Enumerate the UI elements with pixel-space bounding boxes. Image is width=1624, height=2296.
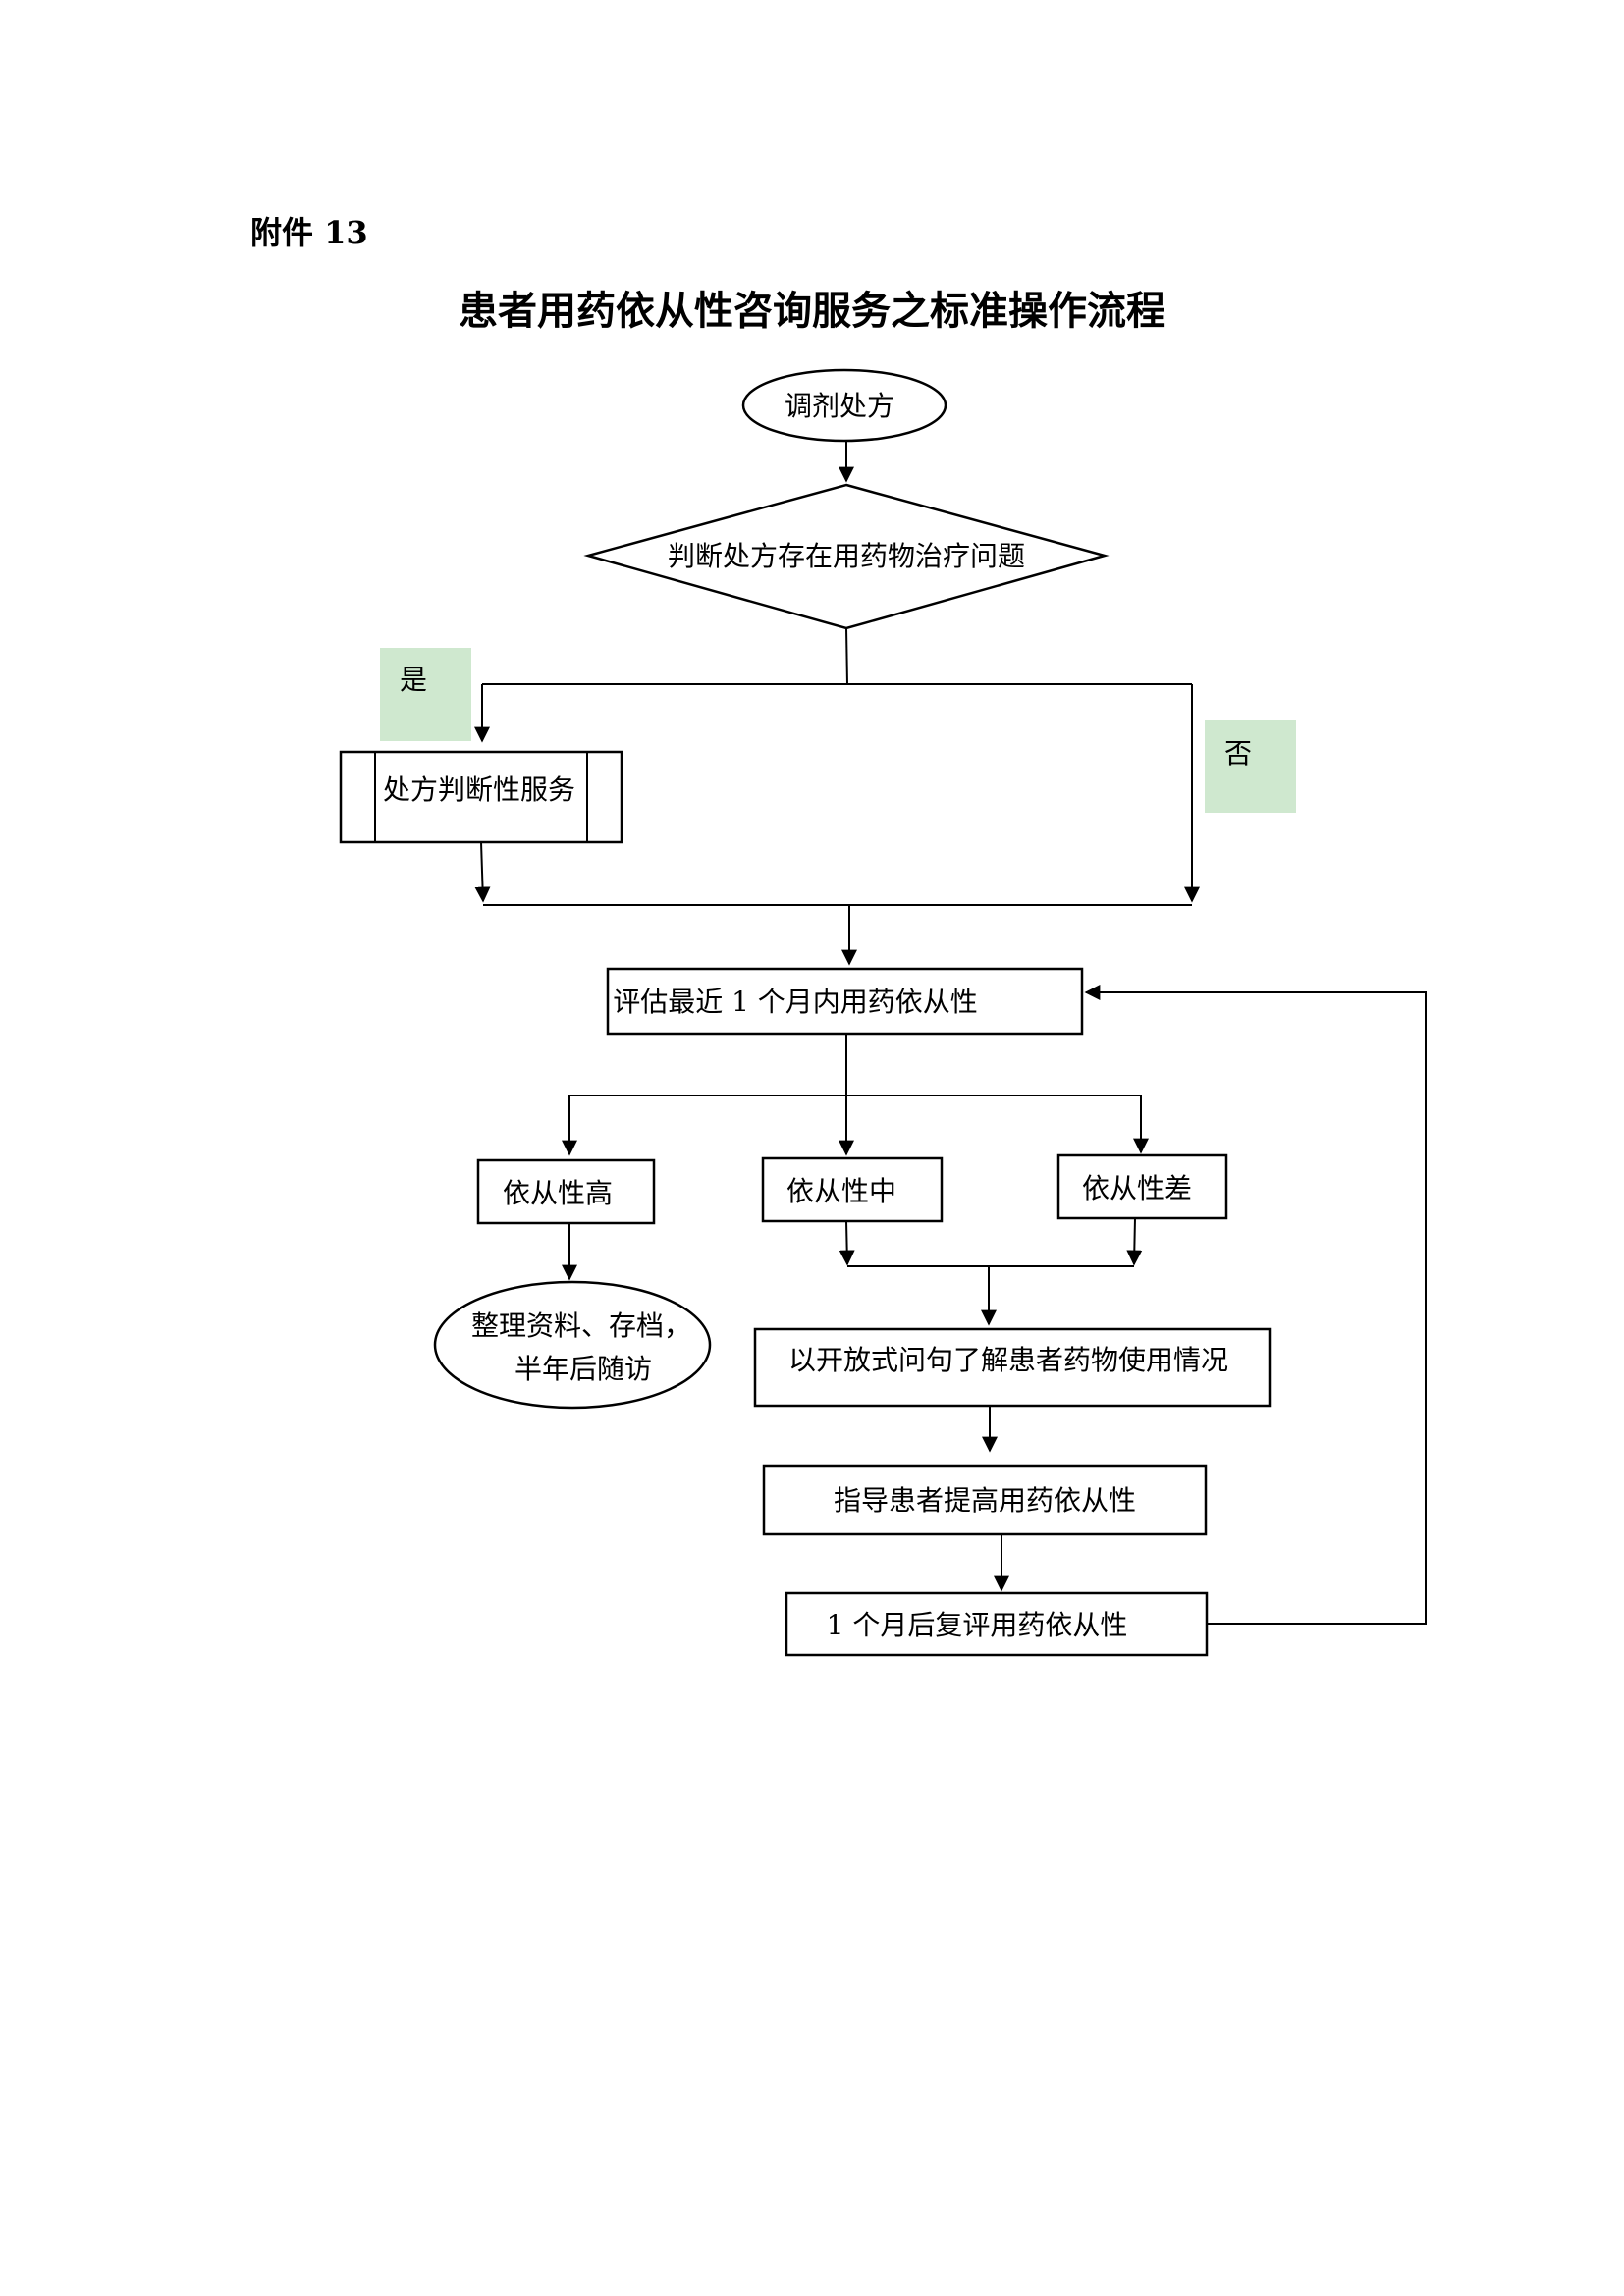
attachment-label: 附件 13 xyxy=(250,214,368,251)
yes-label-bg xyxy=(380,648,471,741)
adherence-mid-node xyxy=(761,1156,944,1223)
open-question-label: 以开放式问句了解患者药物使用情况 xyxy=(788,1344,1228,1376)
start-node xyxy=(741,368,947,443)
archive-label-line1: 整理资料、存档， xyxy=(471,1309,691,1342)
adherence-high-label: 依从性高 xyxy=(503,1177,613,1209)
assess-node xyxy=(606,967,1084,1036)
low-down-arrow xyxy=(1126,1217,1143,1266)
archive-label-line2: 半年后随访 xyxy=(514,1353,652,1385)
yes-label: 是 xyxy=(400,664,427,696)
guide-label: 指导患者提高用药依从性 xyxy=(834,1484,1136,1517)
start-node-label: 调剂处方 xyxy=(785,390,894,422)
decision-down-line xyxy=(845,627,848,685)
adherence-mid-label: 依从性中 xyxy=(786,1175,896,1207)
page-title: 患者用药依从性咨询服务之标准操作流程 xyxy=(459,288,1165,334)
reassess-label: 1 个月后复评用药依从性 xyxy=(827,1609,1128,1641)
adherence-high-node xyxy=(476,1158,656,1225)
mid-down-arrow xyxy=(839,1220,855,1266)
open-question-node xyxy=(753,1327,1272,1408)
guide-node xyxy=(762,1464,1208,1536)
decision-node-label: 判断处方存在用药物治疗问题 xyxy=(668,540,1025,572)
adherence-low-label: 依从性差 xyxy=(1082,1172,1192,1204)
loop-back-line xyxy=(1084,985,1427,1625)
adherence-low-node xyxy=(1056,1153,1228,1220)
no-label-bg xyxy=(1205,720,1296,813)
assess-node-label: 评估最近 1 个月内用药依从性 xyxy=(613,986,978,1018)
judgement-down-arrow xyxy=(474,841,491,903)
judgement-service-label: 处方判断性服务 xyxy=(383,774,575,806)
judgement-service-node xyxy=(339,750,623,844)
no-label: 否 xyxy=(1224,737,1252,770)
archive-node xyxy=(433,1280,712,1410)
